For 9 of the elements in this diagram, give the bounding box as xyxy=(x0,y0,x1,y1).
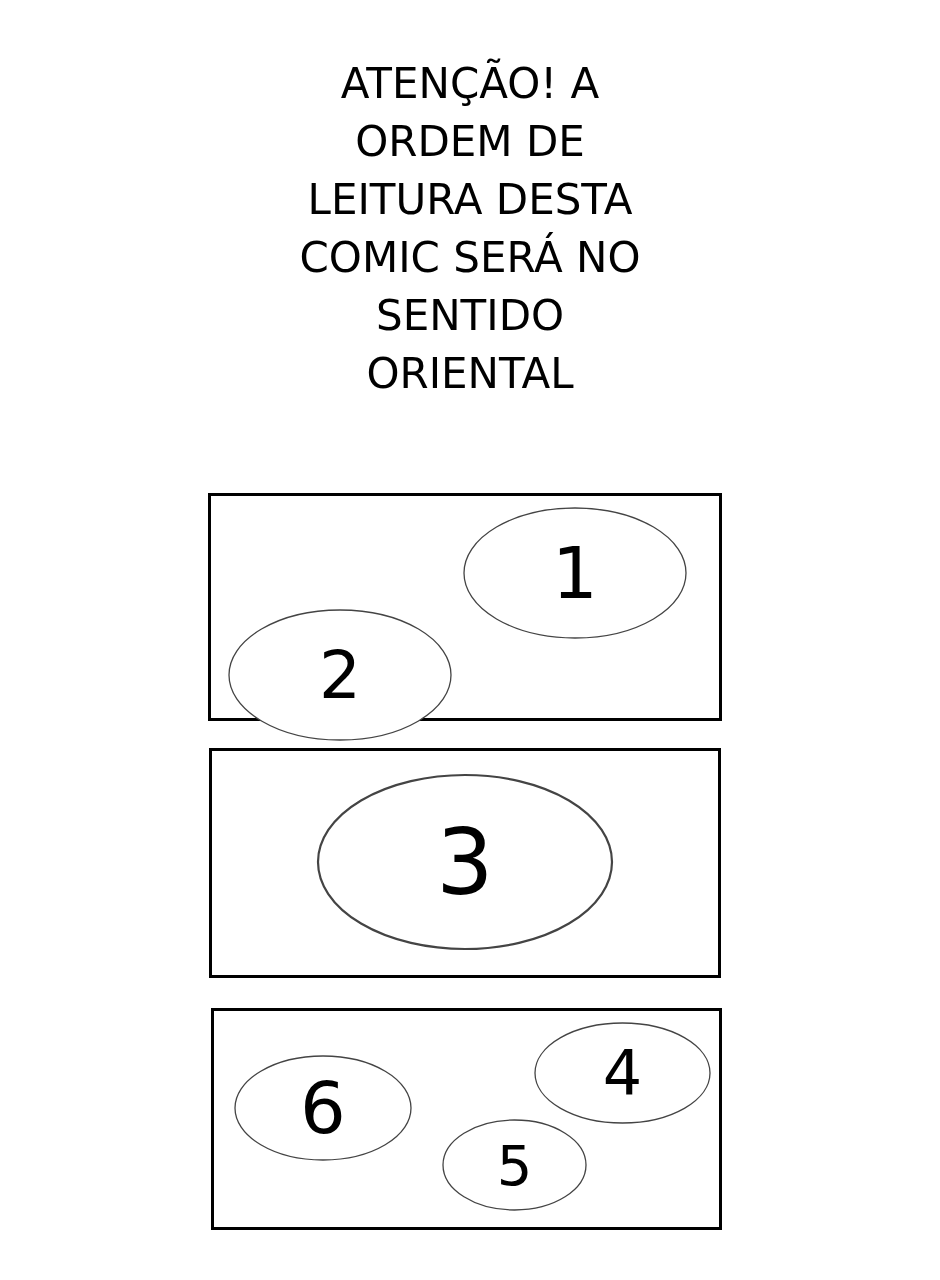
comic-panel xyxy=(211,1008,722,1230)
bubble-number: 4 xyxy=(602,1036,643,1110)
title: ATENÇÃO! A ORDEM DE LEITURA DESTA COMIC SERÁ NO SENTIDO ORIENTAL xyxy=(298,57,642,400)
bubble-number: 2 xyxy=(319,636,361,714)
bubble-number: 1 xyxy=(552,531,598,615)
bubble-number: 5 xyxy=(496,1132,533,1198)
bubble-number: 6 xyxy=(300,1066,346,1150)
comic-panel xyxy=(209,748,721,978)
bubble-number: 3 xyxy=(436,809,494,915)
